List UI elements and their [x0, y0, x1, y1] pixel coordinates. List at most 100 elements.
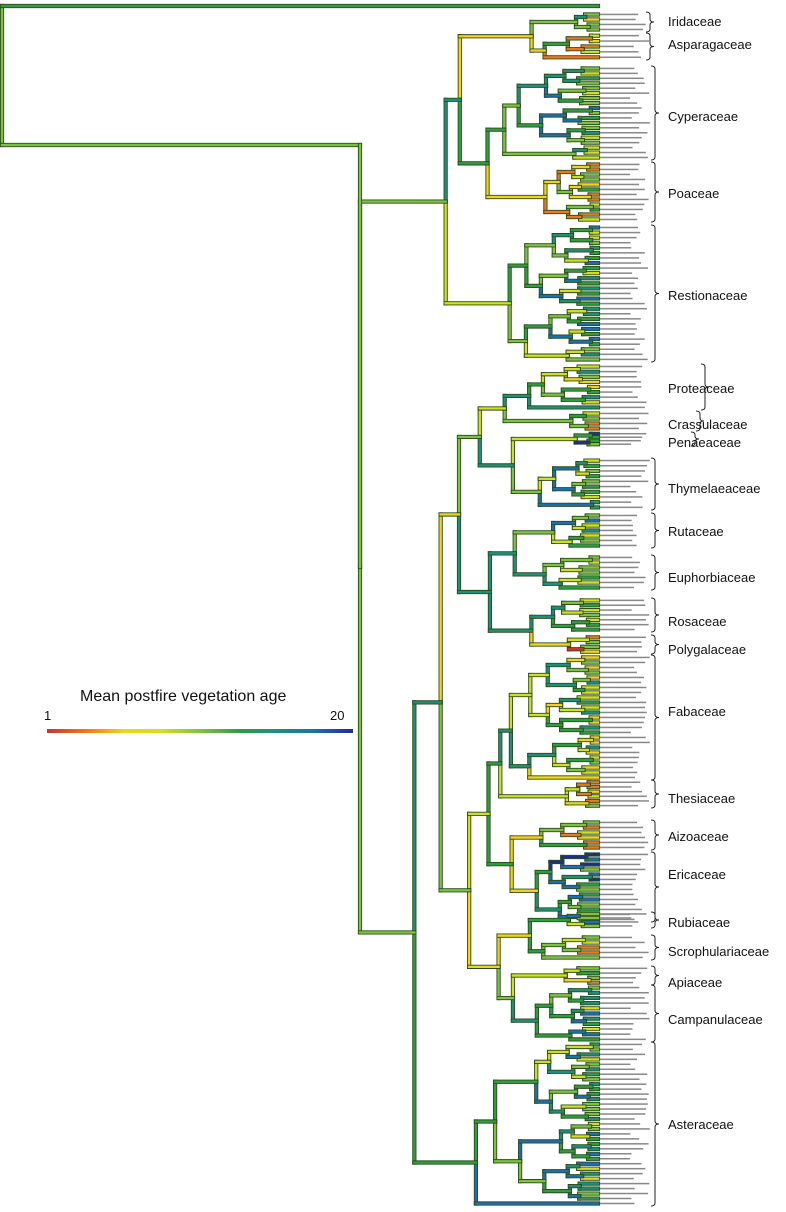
- taxon-name: [600, 706, 646, 709]
- family-label-aizoaceae: Aizoaceae: [668, 829, 729, 844]
- taxon-name: [600, 292, 631, 295]
- taxon-name: [600, 614, 650, 616]
- taxon-name: [600, 776, 636, 779]
- taxon-name: [600, 417, 639, 420]
- taxon-name: [600, 432, 647, 435]
- taxon-name: [600, 1043, 643, 1046]
- taxon-name: [600, 396, 638, 398]
- family-bracket: [645, 11, 655, 33]
- taxon-name: [600, 328, 637, 330]
- family-label-euphorbiaceae: Euphorbiaceae: [668, 570, 756, 585]
- family-label-polygalaceae: Polygalaceae: [668, 642, 747, 657]
- taxon-name: [600, 241, 631, 244]
- taxon-name: [600, 208, 643, 211]
- taxon-name: [600, 691, 642, 694]
- taxon-name: [600, 731, 631, 734]
- taxon-name: [600, 656, 650, 659]
- family-bracket: [650, 934, 660, 961]
- taxon-name: [600, 391, 633, 393]
- taxon-name: [600, 226, 639, 229]
- taxon-name: [600, 888, 633, 891]
- taxon-name: [600, 87, 636, 89]
- taxon-name: [600, 312, 631, 315]
- taxon-name: [600, 506, 643, 509]
- taxon-name: [600, 641, 642, 643]
- taxon-name: [600, 804, 639, 807]
- taxon-name: [600, 539, 633, 542]
- family-label-iridaceae: Iridaceae: [668, 14, 722, 29]
- taxon-name: [600, 203, 645, 206]
- taxon-name: [600, 951, 649, 954]
- taxon-name: [600, 1098, 648, 1100]
- family-bracket: [650, 965, 660, 986]
- family-label-thesiaceae: Thesiaceae: [668, 791, 736, 806]
- taxon-name: [600, 636, 646, 639]
- taxon-name: [600, 439, 641, 442]
- taxon-name: [600, 247, 632, 249]
- taxon-name: [600, 168, 639, 171]
- taxon-name: [600, 883, 633, 886]
- taxon-name: [600, 163, 640, 166]
- taxon-name: [600, 1128, 650, 1130]
- taxon-name: [600, 302, 645, 305]
- family-label-cyperaceae: Cyperaceae: [668, 109, 739, 124]
- taxon-name: [600, 586, 635, 589]
- taxon-name: [600, 800, 650, 802]
- taxon-name: [600, 436, 643, 438]
- taxon-name: [600, 131, 648, 134]
- taxon-name: [600, 1118, 635, 1120]
- taxon-name: [600, 1073, 648, 1076]
- taxon-name: [600, 1197, 632, 1200]
- taxon-name: [600, 1023, 634, 1025]
- family-bracket: [650, 554, 660, 591]
- family-label-fabaceae: Fabaceae: [668, 704, 726, 719]
- taxon-name: [600, 1177, 634, 1180]
- taxon-name: [600, 122, 650, 124]
- family-label-apiaceae: Apiaceae: [668, 975, 723, 990]
- taxon-name: [600, 282, 635, 285]
- taxon-name: [600, 480, 649, 483]
- taxon-name: [600, 112, 639, 114]
- family-label-thymelaeaceae: Thymelaeaceae: [668, 481, 761, 496]
- taxon-name: [600, 72, 638, 75]
- taxon-name: [600, 836, 646, 839]
- legend-title: Mean postfire vegetation age: [80, 688, 287, 705]
- family-bracket: [650, 65, 660, 161]
- taxon-name: [600, 375, 637, 378]
- taxon-name: [600, 936, 632, 939]
- taxon-name: [600, 913, 647, 915]
- taxon-name: [600, 338, 645, 340]
- taxon-name: [600, 82, 645, 85]
- taxon-name: [600, 981, 634, 984]
- taxon-name: [600, 831, 642, 834]
- taxon-name: [600, 1148, 644, 1150]
- taxon-name: [600, 485, 631, 488]
- family-label-restionaceae: Restionaceae: [668, 288, 748, 303]
- taxon-name: [600, 136, 642, 139]
- taxon-name: [600, 1038, 646, 1041]
- family-bracket: [700, 363, 710, 411]
- taxon-name: [600, 1143, 649, 1145]
- taxon-name: [600, 51, 639, 53]
- taxon-name: [600, 465, 647, 467]
- taxon-name: [600, 459, 650, 462]
- taxon-name: [600, 218, 638, 221]
- taxon-name: [600, 412, 649, 415]
- family-bracket: [650, 911, 660, 929]
- taxon-name: [600, 107, 642, 109]
- family-label-crassulaceae: Crassulaceae: [668, 417, 748, 432]
- taxon-name: [600, 623, 649, 626]
- taxon-name: [600, 272, 633, 274]
- taxon-name: [600, 853, 649, 856]
- taxon-name: [600, 514, 638, 517]
- taxon-name: [600, 676, 645, 679]
- taxon-name: [600, 422, 648, 425]
- taxon-name: [600, 571, 635, 574]
- taxon-name: [600, 236, 637, 239]
- taxon-name: [600, 1172, 643, 1175]
- taxon-name: [600, 991, 649, 994]
- taxon-name: [600, 1187, 635, 1190]
- taxon-name: [600, 918, 635, 921]
- taxon-name: [600, 117, 632, 119]
